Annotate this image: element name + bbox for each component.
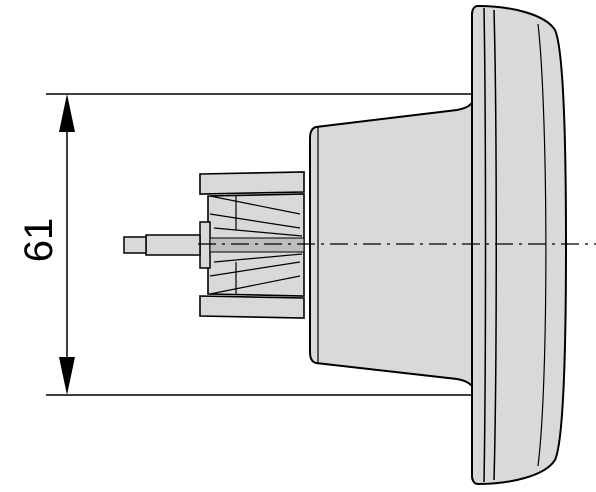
lens-rim-inner-curve-3	[537, 23, 547, 467]
center-stem	[209, 237, 305, 253]
shaft-collar	[199, 221, 211, 269]
shaft-tip	[123, 236, 147, 254]
arrowhead-top-icon	[59, 94, 75, 132]
fin-top	[199, 171, 305, 195]
lens-rim-inner-curve-2	[493, 9, 497, 481]
dimension-line	[59, 94, 75, 395]
connector-grooves	[209, 195, 303, 295]
shaft	[145, 234, 201, 256]
fin-bottom	[199, 295, 305, 319]
arrowhead-bottom-icon	[59, 357, 75, 395]
connector-fins	[199, 171, 305, 319]
lens-rim-inner-curve	[483, 7, 487, 483]
dimension-value: 61	[17, 218, 61, 263]
